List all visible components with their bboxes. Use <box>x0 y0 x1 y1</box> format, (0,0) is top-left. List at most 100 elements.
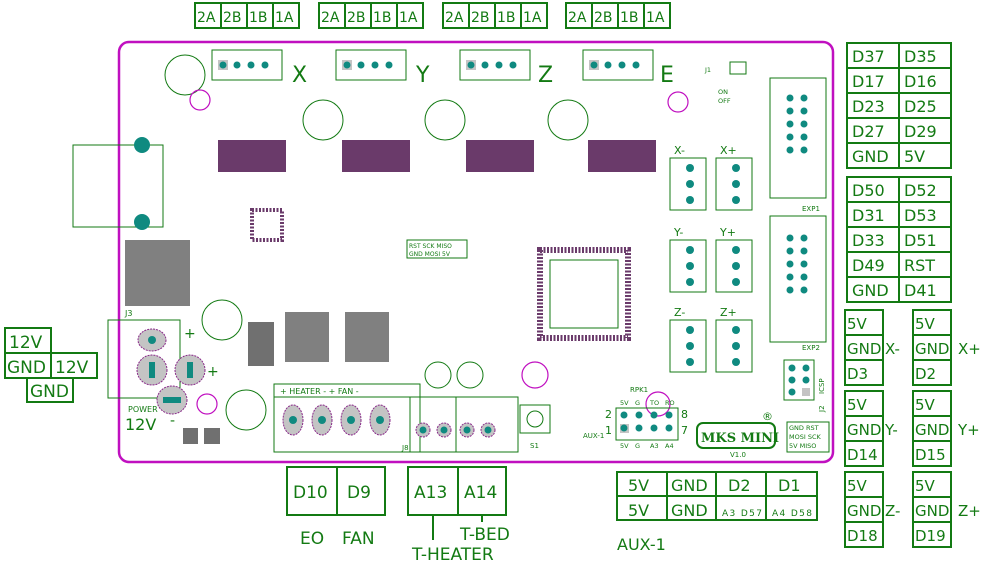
power-pinout: 12V GND 12V GND <box>4 327 98 403</box>
endstop-pin <box>686 196 694 204</box>
exp-pin <box>786 120 794 128</box>
inductor <box>248 322 274 366</box>
on-label: ON <box>718 88 728 96</box>
motor-pin-label: 1A <box>523 10 542 26</box>
aux-silk-bottom: G <box>635 442 640 450</box>
pin-hole <box>509 61 517 69</box>
endstop-silk: Z- <box>674 306 685 319</box>
endstop-connector <box>715 157 753 211</box>
aux-pin-label: GND <box>671 476 708 495</box>
motor-pin-cell <box>643 2 671 29</box>
aux-pin-label: A3 D57 <box>722 509 762 519</box>
power-pin-label: GND <box>7 358 46 378</box>
aux-pin <box>635 411 643 419</box>
t-bed-label: T-BED <box>459 525 510 545</box>
motor-pin-cell <box>396 2 424 29</box>
pin-label: D49 <box>852 256 885 275</box>
aux1-pads <box>620 411 673 433</box>
pin-label: D23 <box>852 97 885 116</box>
pin-label: GND <box>852 147 889 166</box>
endstop-pin <box>686 358 694 366</box>
endstop-pin-cell <box>912 440 952 467</box>
endstop-pin <box>686 246 694 254</box>
registered-mark: ® <box>762 410 773 423</box>
icsp-legend-row: MOSI SCK <box>789 433 821 441</box>
terminal-hole <box>440 426 448 434</box>
endstop-label: Z+ <box>958 502 981 520</box>
endstop-silk: X- <box>674 144 685 157</box>
endstop-connector <box>669 319 707 373</box>
endstop-pin-label: D3 <box>847 365 868 383</box>
power-voltage-silk: 12V <box>125 415 156 434</box>
pin-label: D53 <box>904 206 937 225</box>
endstop-pin-label: 5V <box>847 396 868 414</box>
terminal-hole <box>463 426 471 434</box>
pin-hole <box>219 61 227 69</box>
aux-pin <box>620 411 628 419</box>
pin-label: D31 <box>852 206 885 225</box>
pin-label: D52 <box>904 181 937 200</box>
exp-pin <box>800 133 808 141</box>
pin-label: D37 <box>852 47 885 66</box>
endstop-pin <box>732 342 740 350</box>
thermistor-pin-label: A14 <box>464 483 497 503</box>
motor-pin-label: 2A <box>321 10 340 26</box>
pin-hole <box>590 61 598 69</box>
endstop-pin-cell <box>844 521 884 548</box>
output-pin-label: D9 <box>347 483 371 503</box>
exp1-label: EXP1 <box>802 205 820 213</box>
pin-label: D29 <box>904 122 937 141</box>
exp-pin <box>800 247 808 255</box>
aux-silk-bottom: A4 <box>665 442 674 450</box>
motor-pin-cell <box>272 2 300 29</box>
pin-hole <box>233 61 241 69</box>
s1-label: S1 <box>530 442 539 450</box>
board-outline <box>117 40 835 464</box>
endstop-pin-label: 5V <box>915 396 936 414</box>
exp-pin <box>786 94 794 102</box>
motor-pin-label: 2A <box>197 10 216 26</box>
pin-hole <box>481 61 489 69</box>
aux-pin <box>665 424 673 432</box>
isp-legend-row: RST SCK MISO <box>409 243 452 250</box>
motor-pin-label: 1A <box>275 10 294 26</box>
endstop-pin-cell <box>844 440 884 467</box>
endstop-pin-label: GND <box>915 421 949 439</box>
heater-fan-terminal <box>273 383 421 453</box>
endstop-silk: X+ <box>720 144 737 157</box>
mosfet-q2 <box>345 312 389 362</box>
aux-silk-top: RO <box>665 399 675 407</box>
endstop-connector <box>669 157 707 211</box>
exp-pin <box>786 286 794 294</box>
exp-pin <box>800 260 808 268</box>
motor-pin-label: 2B <box>471 10 490 26</box>
motor-connector <box>335 49 407 81</box>
endstop-pin-label: D19 <box>915 527 946 545</box>
exp-pin <box>786 133 794 141</box>
exp-pin <box>786 146 794 154</box>
mcu-chip <box>537 247 631 341</box>
axis-x-label: X <box>292 63 307 88</box>
minus-sign: - <box>170 413 175 429</box>
endstop-pin-label: 5V <box>847 315 868 333</box>
endstop-pin-label: D15 <box>915 446 946 464</box>
pin-hole <box>467 61 475 69</box>
aux1-header <box>615 407 679 441</box>
pin-hole <box>618 61 626 69</box>
endstop-pin-cell <box>912 359 952 386</box>
icsp-legend <box>786 421 830 453</box>
pin-label: GND <box>852 281 889 300</box>
rpk1-label: RPK1 <box>630 386 648 394</box>
pin-hole <box>385 61 393 69</box>
terminal-hole <box>347 416 355 424</box>
endstop-label: Y- <box>884 421 898 439</box>
endstop-pin-label: 5V <box>915 477 936 495</box>
aux1-silk: AUX-1 <box>583 432 604 440</box>
endstop-silk: Y- <box>673 226 683 239</box>
pin-label: RST <box>904 256 935 275</box>
plus-sign: + <box>184 326 196 342</box>
endstop-silk: Z+ <box>720 306 737 319</box>
icsp-label: ICSP <box>818 378 826 394</box>
exp-pin <box>800 94 808 102</box>
